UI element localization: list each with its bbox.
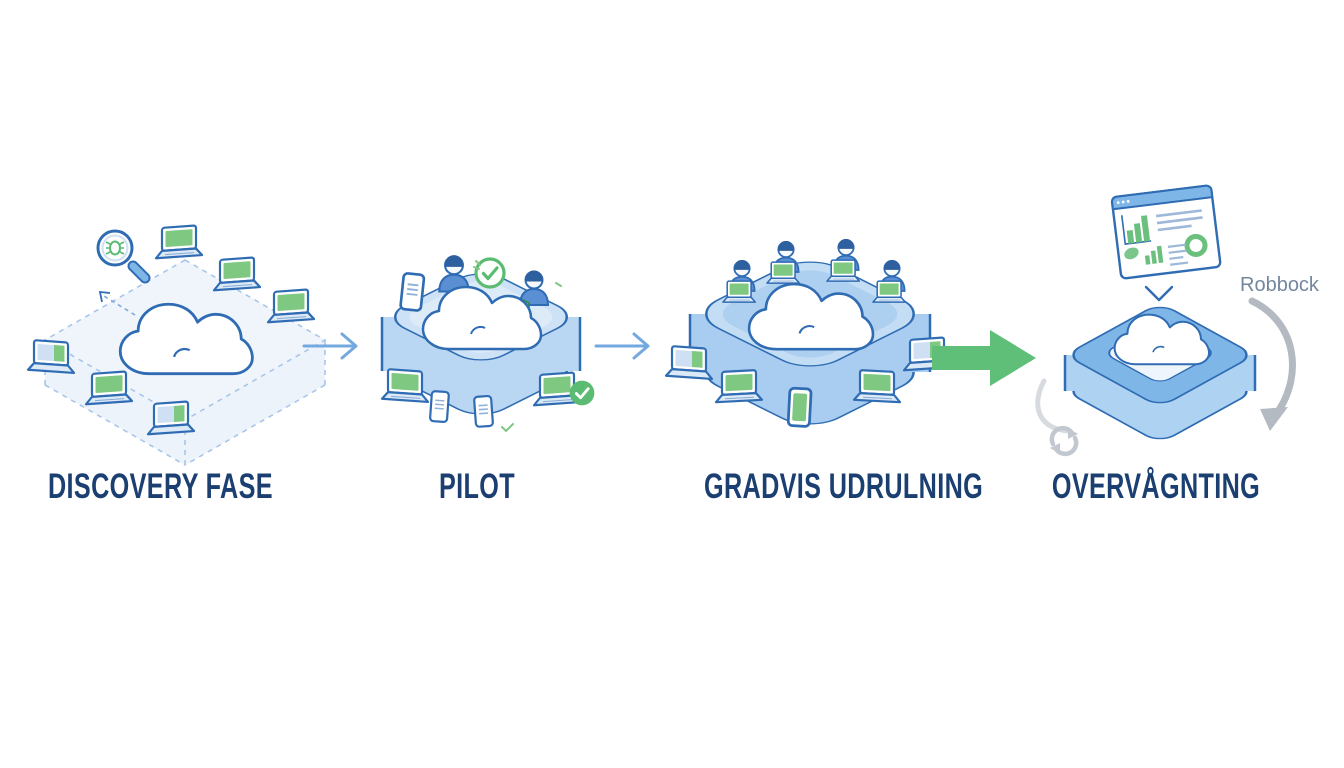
stage-label-overvaagning: OVERVÅGNTING xyxy=(1051,467,1261,506)
laptop-icon xyxy=(266,287,316,324)
laptop-icon xyxy=(212,255,262,292)
mini-bar-chart-icon xyxy=(1144,245,1164,265)
loop-curve-icon xyxy=(1035,378,1071,434)
dashboard-icon xyxy=(1110,184,1222,280)
stage-label-gradvis-udrulning: GRADVIS UDRULNING xyxy=(704,467,984,506)
bar-chart-icon xyxy=(1120,215,1152,245)
overvaagning-illustration xyxy=(1035,184,1296,457)
pilot-illustration xyxy=(380,254,596,433)
leaf-icon xyxy=(1124,247,1139,260)
phone-icon xyxy=(786,386,813,428)
chevron-down-icon xyxy=(1144,285,1174,302)
arrow-right-icon xyxy=(302,332,358,360)
stage-label-pilot: PILOT xyxy=(438,467,516,506)
laptop-icon xyxy=(380,367,430,404)
donut-chart-icon xyxy=(1184,233,1208,257)
gradvis-udrulning-illustration xyxy=(664,230,952,428)
arrow-right-icon xyxy=(594,332,650,360)
container-box-icon xyxy=(1063,306,1257,440)
laptop-icon xyxy=(714,368,764,404)
laptop-icon xyxy=(852,368,902,404)
magnifier-bug-icon xyxy=(96,229,153,286)
stage-label-discovery: DISCOVERY FASE xyxy=(47,467,273,506)
laptop-icon xyxy=(84,369,134,406)
phone-icon xyxy=(428,389,451,424)
rollback-arrow-icon xyxy=(1248,297,1296,431)
discovery-illustration xyxy=(26,223,327,466)
tablet-icon xyxy=(398,271,426,313)
check-circle-icon xyxy=(474,257,506,289)
laptop-icon xyxy=(146,399,196,436)
person-at-laptop-icon xyxy=(827,239,859,281)
refresh-icon xyxy=(1049,425,1079,457)
check-circle-icon xyxy=(568,379,596,407)
green-arrow-icon xyxy=(932,330,1036,386)
sparkle-icon xyxy=(473,260,562,287)
phone-icon xyxy=(472,394,495,429)
person-at-laptop-icon xyxy=(767,241,799,283)
laptop-icon xyxy=(26,338,76,375)
rollback-annotation: Robbock xyxy=(1240,274,1319,296)
check-icon xyxy=(501,423,514,433)
laptop-icon xyxy=(154,223,204,260)
person-at-laptop-icon xyxy=(723,260,755,302)
person-at-laptop-icon xyxy=(873,260,905,302)
laptop-icon xyxy=(664,344,714,381)
